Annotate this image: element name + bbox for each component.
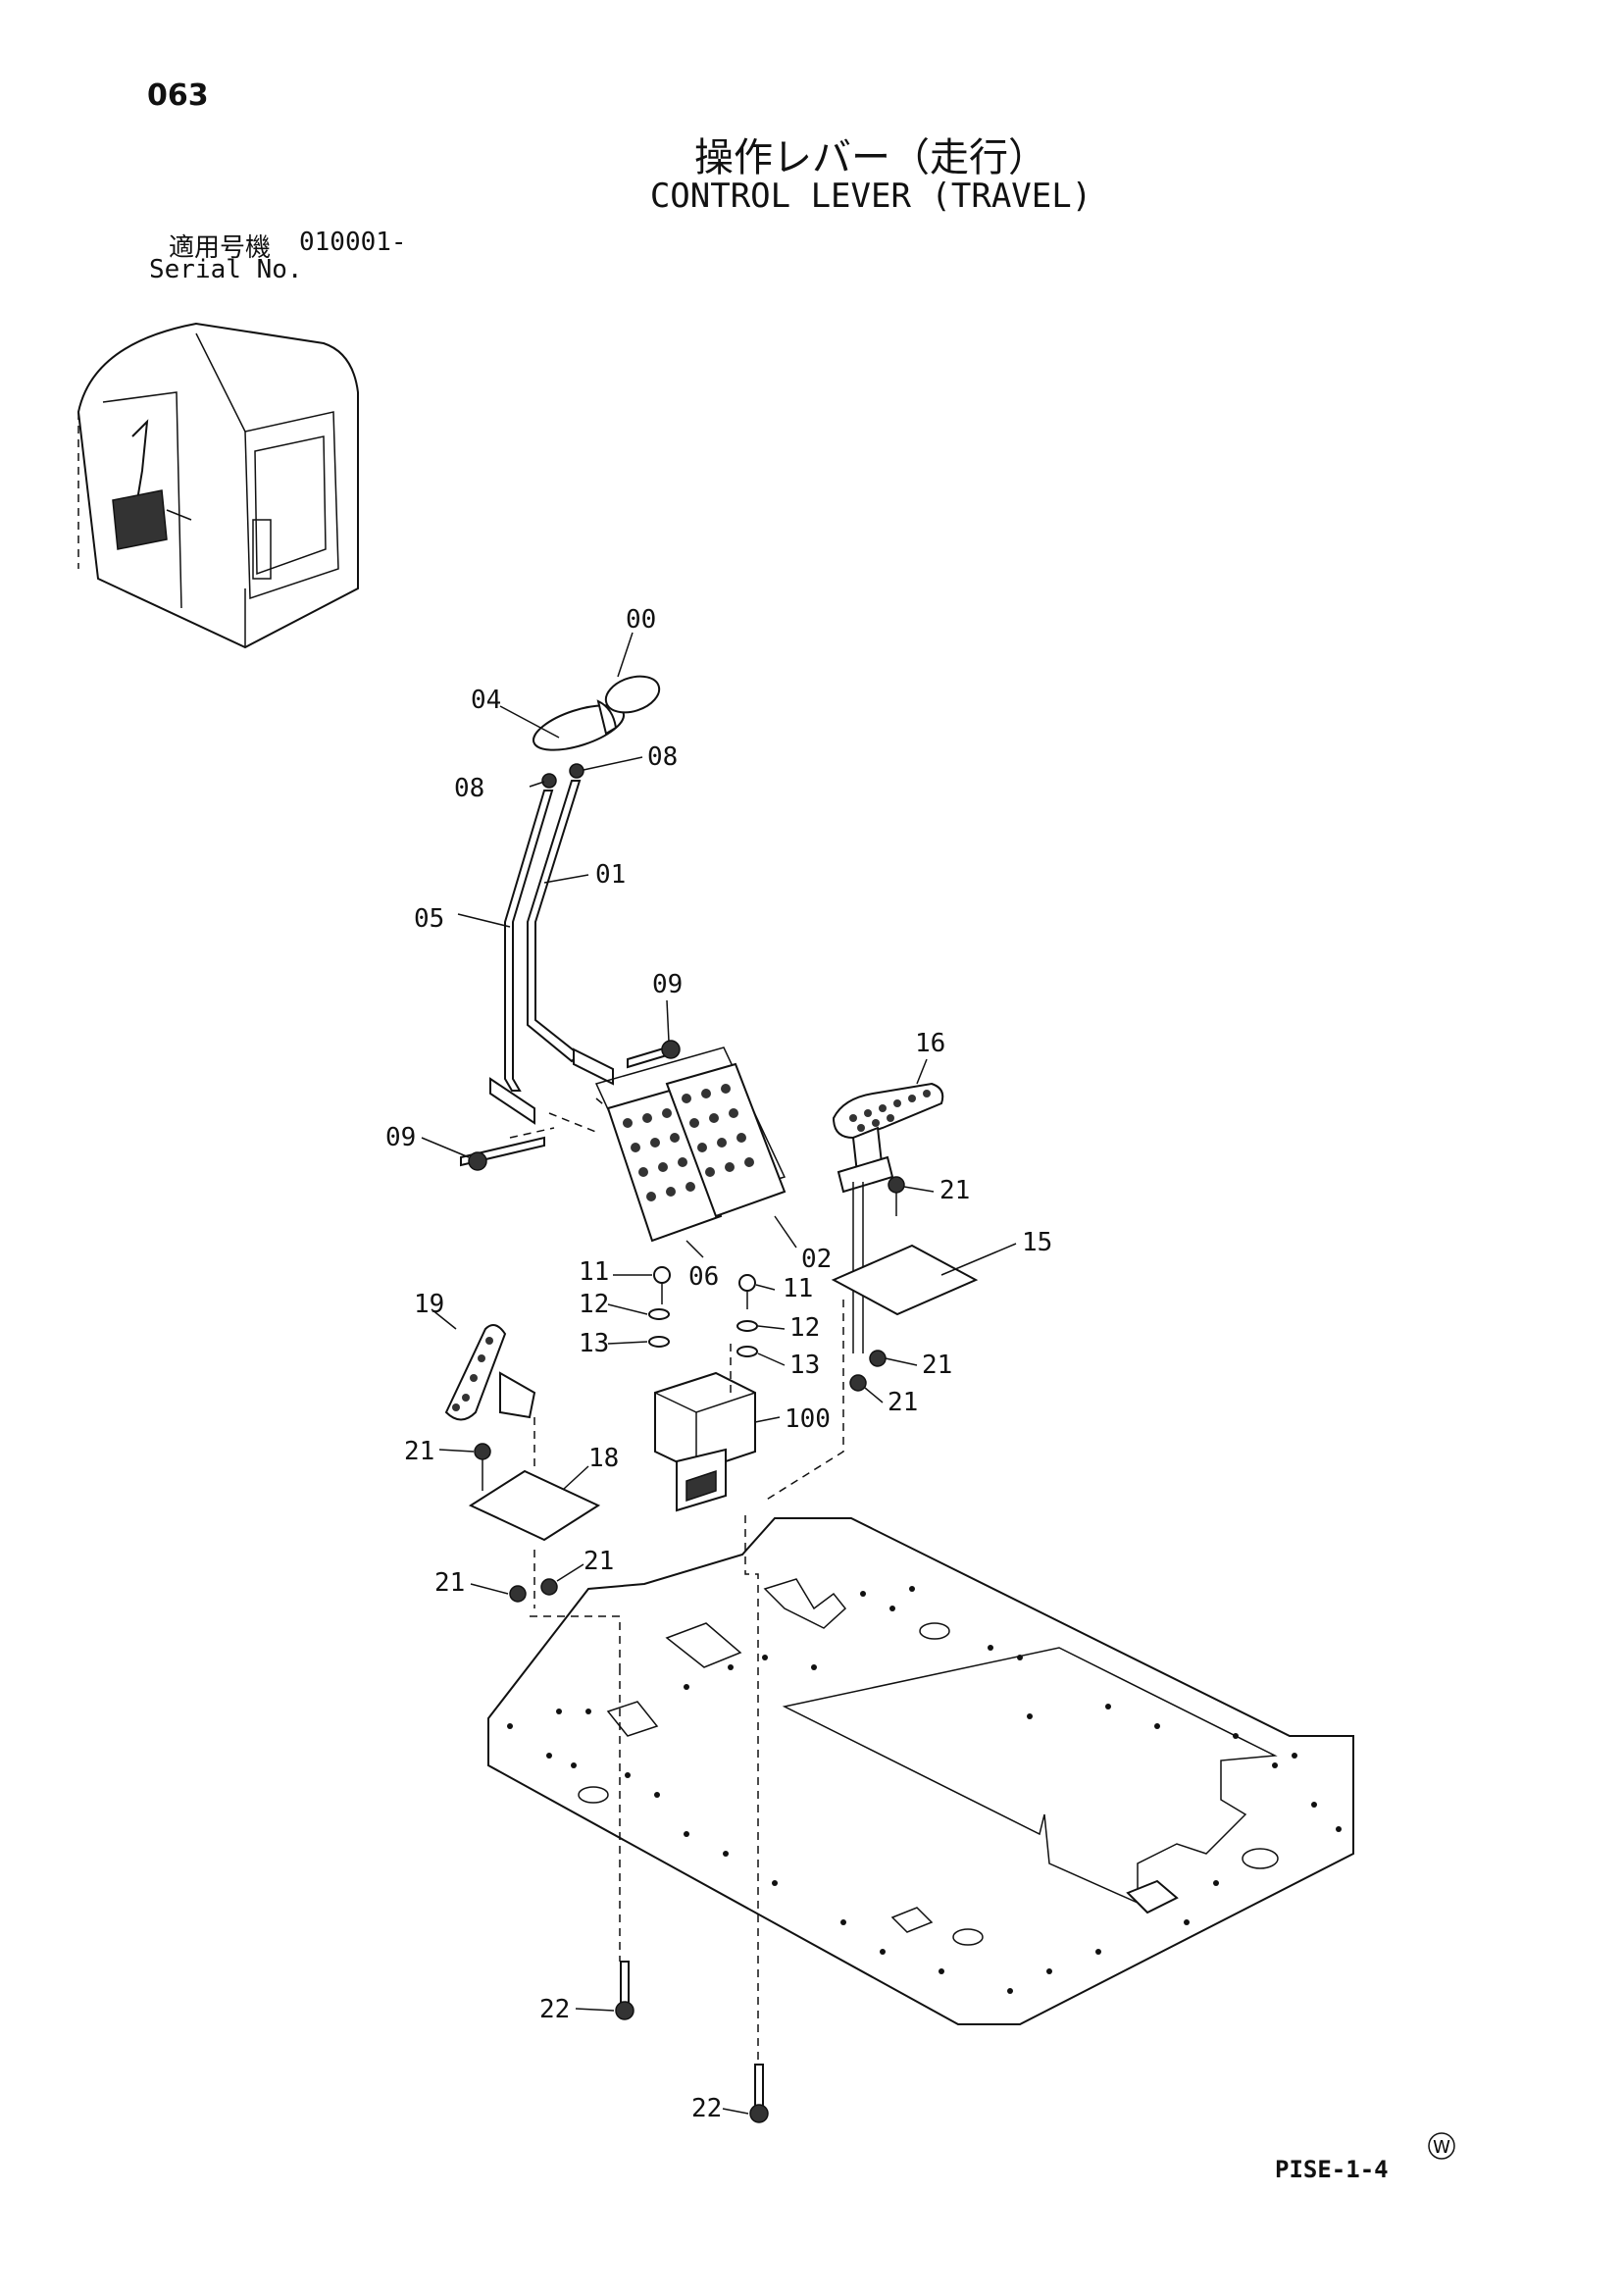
callout-00: 00 bbox=[626, 605, 656, 635]
callout-21-upper-right: 21 bbox=[939, 1176, 970, 1205]
callout-09-lower: 09 bbox=[385, 1123, 416, 1152]
callout-21-left-upper: 21 bbox=[404, 1437, 434, 1466]
callout-06: 06 bbox=[688, 1262, 719, 1292]
callout-12-right: 12 bbox=[789, 1313, 820, 1343]
document-code: PISE-1-4 bbox=[1275, 2156, 1389, 2183]
right-pedal-assembly bbox=[831, 1082, 979, 1392]
title-english: CONTROL LEVER (TRAVEL) bbox=[649, 177, 1092, 216]
serial-label-japanese: 適用号機 bbox=[169, 233, 272, 263]
title-japanese: 操作レバー（走行） bbox=[694, 135, 1047, 180]
callout-100: 100 bbox=[785, 1404, 831, 1434]
callout-02: 02 bbox=[801, 1245, 832, 1274]
callout-09-upper: 09 bbox=[652, 970, 683, 999]
callout-22-right: 22 bbox=[691, 2094, 722, 2123]
travel-pedals bbox=[594, 1046, 787, 1243]
left-pedal-assembly bbox=[444, 1324, 601, 1603]
assembly-lines bbox=[509, 1097, 844, 2060]
callout-16: 16 bbox=[915, 1029, 945, 1058]
callout-21-right-lower: 21 bbox=[888, 1388, 918, 1417]
callout-13-right: 13 bbox=[789, 1351, 820, 1380]
travel-lever-assembly bbox=[460, 675, 681, 1171]
callout-08-right: 08 bbox=[647, 742, 678, 772]
cab-location-thumbnail bbox=[76, 322, 359, 649]
callout-22-left: 22 bbox=[539, 1995, 570, 2024]
serial-label-english: Serial No. bbox=[149, 255, 303, 284]
callout-11-left: 11 bbox=[579, 1257, 609, 1287]
callout-01: 01 bbox=[595, 860, 626, 890]
w-mark-letter: W bbox=[1433, 2137, 1450, 2158]
callout-21-right-middle: 21 bbox=[922, 1351, 952, 1380]
callout-18: 18 bbox=[588, 1444, 619, 1473]
leader-lines bbox=[421, 632, 1017, 2115]
fasteners-center bbox=[648, 1266, 758, 1357]
callout-15: 15 bbox=[1022, 1228, 1052, 1257]
w-mark: W bbox=[1428, 2132, 1455, 2160]
page-number: 063 bbox=[147, 78, 209, 113]
callout-21-left-lower: 21 bbox=[434, 1568, 465, 1598]
callout-19: 19 bbox=[414, 1290, 444, 1319]
callout-21-left-middle: 21 bbox=[584, 1547, 614, 1576]
callout-04: 04 bbox=[471, 686, 501, 715]
callout-05: 05 bbox=[414, 904, 444, 934]
callout-labels: 00 04 08 08 01 05 09 09 16 21 15 02 06 1… bbox=[385, 605, 1052, 2123]
callout-12-left: 12 bbox=[579, 1290, 609, 1319]
serial-value: 010001- bbox=[299, 228, 407, 257]
floor-plate bbox=[487, 1517, 1354, 2025]
floor-bolts bbox=[615, 1961, 769, 2123]
callout-13-left: 13 bbox=[579, 1329, 609, 1358]
callout-11-right: 11 bbox=[783, 1274, 813, 1303]
callout-08-left: 08 bbox=[454, 774, 484, 803]
pilot-valve bbox=[654, 1371, 756, 1512]
